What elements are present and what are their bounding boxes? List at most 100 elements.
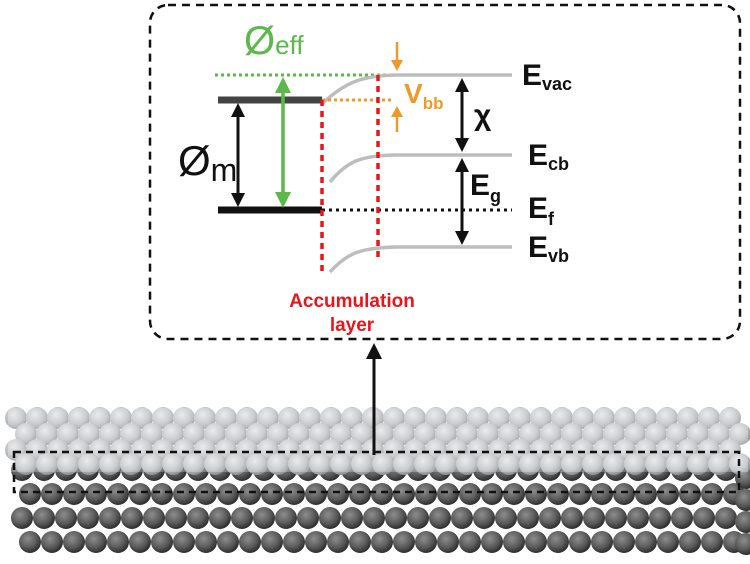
lattice-atom-dark [173, 483, 195, 505]
lattice-atom-dark [77, 507, 99, 529]
ecb-label: Ecb [528, 139, 569, 174]
lattice-atom-light [89, 407, 111, 429]
lattice-atom-light [519, 423, 541, 445]
lattice-atom-dark [239, 531, 261, 553]
lattice-atom-light [36, 453, 58, 475]
lattice-atom-light [225, 453, 247, 475]
lattice-atom-dark [459, 531, 481, 553]
lattice-atom-light [446, 407, 468, 429]
lattice-atom-light [309, 423, 331, 445]
lattice-atom-light [341, 407, 363, 429]
lattice-atom-dark [657, 531, 679, 553]
lattice-atom-light [267, 423, 289, 445]
lattice-atom-light [26, 407, 48, 429]
lattice-atom-dark [19, 531, 41, 553]
lattice-atom-dark [349, 531, 371, 553]
lattice-atom-dark [635, 531, 657, 553]
lattice-atom-dark [525, 483, 547, 505]
lattice-atom-light [624, 423, 646, 445]
lattice-atom-light [687, 453, 709, 475]
lattice-atom-dark [63, 483, 85, 505]
lattice-atom-dark [735, 511, 750, 533]
lattice-atom-dark [701, 483, 723, 505]
phi-eff-label: Øeff [244, 19, 304, 63]
lattice-atom-dark [275, 507, 297, 529]
lattice-atom-dark [693, 507, 715, 529]
vacuum-level-band [320, 73, 512, 106]
vbb-arrows [391, 42, 403, 132]
lattice-atom-light [393, 453, 415, 475]
lattice-atom-light [656, 407, 678, 429]
eg-arrow [455, 158, 469, 245]
lattice-atom-dark [297, 507, 319, 529]
lattice-atom-dark [349, 483, 371, 505]
lattice-atom-light [204, 423, 226, 445]
lattice-atom-dark [605, 507, 627, 529]
lattice-atom-dark [33, 507, 55, 529]
lattice-atom-light [309, 453, 331, 475]
lattice-atom-dark [121, 507, 143, 529]
lattice-atom-dark [143, 507, 165, 529]
lattice-atom-light [435, 453, 457, 475]
lattice-atom-dark [735, 489, 750, 511]
lattice-atom-dark [393, 531, 415, 553]
phi-m-label: Øm [178, 137, 237, 188]
lattice-atom-light [561, 423, 583, 445]
chi-arrow [455, 78, 469, 152]
lattice-atom-light [519, 453, 541, 475]
lattice-atom-dark [187, 507, 209, 529]
lattice-atom-light [383, 407, 405, 429]
lattice-atom-light [5, 407, 27, 429]
lattice-atom-light [456, 423, 478, 445]
lattice-atom-dark [371, 531, 393, 553]
lattice-atom-light [498, 423, 520, 445]
lattice-atom-light [572, 407, 594, 429]
lattice-atom-light [614, 407, 636, 429]
phi-m-arrow [231, 103, 245, 207]
lattice-atom-dark [305, 483, 327, 505]
lattice-atom-dark [503, 531, 525, 553]
lattice-atom-dark [591, 483, 613, 505]
lattice-atom-dark [319, 507, 341, 529]
lattice-atom-light [15, 423, 37, 445]
lattice-atom-light [624, 453, 646, 475]
lattice-atom-dark [459, 483, 481, 505]
lattice-atom-light [246, 453, 268, 475]
lattice-atom-dark [415, 483, 437, 505]
accumulation-label-line1: Accumulation [289, 291, 415, 312]
valence-band [328, 245, 512, 274]
accumulation-label-line2: layer [330, 315, 375, 336]
lattice-atom-light [57, 423, 79, 445]
lattice-atom-light [425, 407, 447, 429]
lattice-atom-light [162, 423, 184, 445]
lattice-atom-light [477, 453, 499, 475]
lattice-atom-dark [261, 531, 283, 553]
lattice-atom-dark [283, 483, 305, 505]
lattice-atom-light [68, 407, 90, 429]
lattice-atom-light [236, 407, 258, 429]
lattice-atom-light [540, 453, 562, 475]
lattice-atom-light [435, 423, 457, 445]
lattice-atom-light [183, 423, 205, 445]
lattice-atom-light [99, 423, 121, 445]
lattice-atom-light [57, 453, 79, 475]
lattice-atom-light [488, 407, 510, 429]
lattice-atom-light [99, 453, 121, 475]
lattice-atom-dark [11, 507, 33, 529]
lattice-atom-dark [217, 531, 239, 553]
lattice-atom-dark [473, 507, 495, 529]
lattice-atom-light [603, 423, 625, 445]
lattice-atom-light [330, 423, 352, 445]
lattice-atom-dark [341, 507, 363, 529]
lattice-atom-light [687, 423, 709, 445]
evb-label: Evb [528, 231, 569, 266]
lattice-atom-dark [407, 507, 429, 529]
surface-haze [8, 408, 748, 472]
lattice-atom-light [330, 453, 352, 475]
chi-label: χ [474, 99, 492, 132]
lattice-atom-light [582, 453, 604, 475]
lattice-atom-dark [327, 483, 349, 505]
lattice-atom-dark [231, 507, 253, 529]
lattice-atom-light [257, 407, 279, 429]
lattice-atom-light [141, 423, 163, 445]
